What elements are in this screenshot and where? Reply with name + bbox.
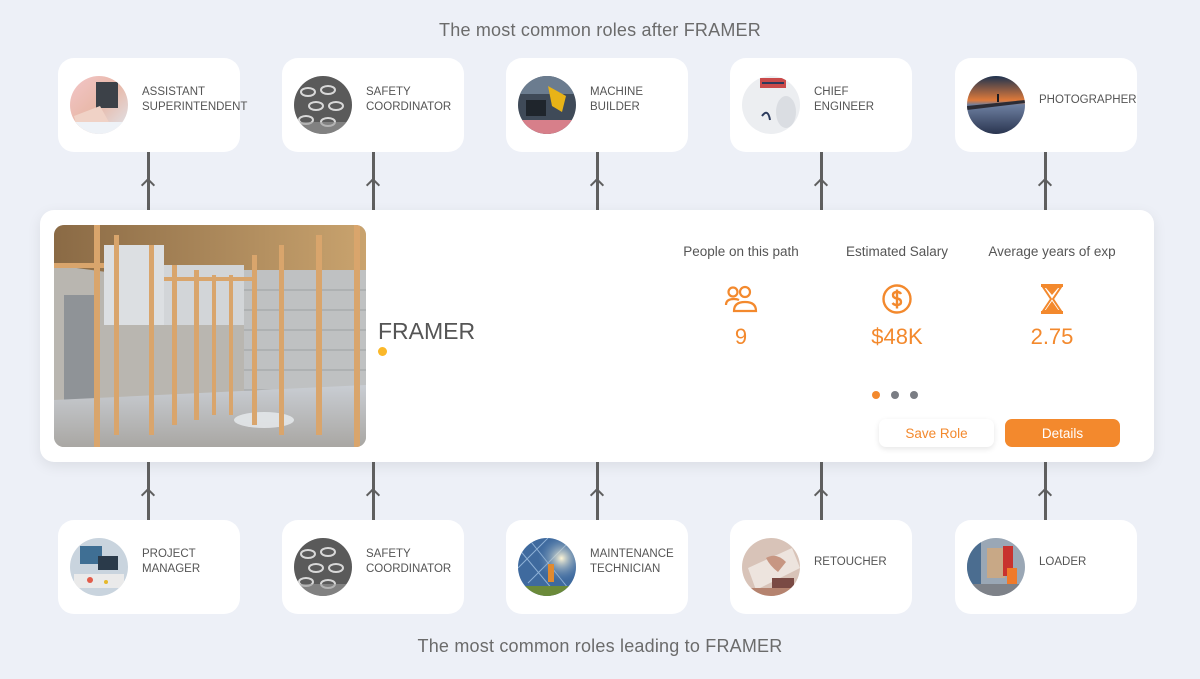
- role-label: SAFETY COORDINATOR: [366, 86, 452, 113]
- stat-value: $48K: [871, 324, 923, 349]
- next-role-card-4[interactable]: CHIEF ENGINEER: [730, 58, 912, 152]
- previous-role-card-2[interactable]: SAFETY COORDINATOR: [282, 520, 464, 614]
- connector-arrow-up: [147, 152, 150, 210]
- previous-role-card-4[interactable]: RETOUCHER: [730, 520, 912, 614]
- role-label: LOADER: [1039, 555, 1087, 568]
- stat-value: 2.75: [1030, 324, 1074, 349]
- stat-label: Estimated Salary: [845, 244, 949, 259]
- role-avatar: [294, 538, 352, 596]
- role-avatar: [70, 538, 128, 596]
- role-avatar: [518, 76, 576, 134]
- next-role-card-2[interactable]: SAFETY COORDINATOR: [282, 58, 464, 152]
- role-label: SAFETY COORDINATOR: [366, 548, 452, 575]
- stat-average-years-exp: Average years of exp 2.75: [977, 244, 1127, 350]
- role-avatar: [967, 76, 1025, 134]
- connector-arrow-up: [820, 462, 823, 520]
- people-icon: [666, 284, 816, 314]
- section-title-next-roles: The most common roles after FRAMER: [439, 20, 761, 40]
- current-role-card: FRAMER People on this path 9 Estimated S…: [40, 210, 1154, 462]
- connector-arrow-up: [372, 462, 375, 520]
- carousel-pagination: [872, 391, 918, 399]
- connector-arrow-up: [596, 462, 599, 520]
- role-label: MACHINE BUILDER: [590, 86, 644, 113]
- next-role-card-1[interactable]: ASSISTANT SUPERINTENDENT: [58, 58, 247, 152]
- stat-estimated-salary: Estimated Salary $48K: [822, 244, 972, 350]
- status-dot: [378, 347, 387, 356]
- role-avatar: [70, 76, 128, 134]
- hourglass-icon: [977, 284, 1127, 314]
- previous-role-card-5[interactable]: LOADER: [955, 520, 1137, 614]
- connector-arrow-up: [820, 152, 823, 210]
- connector-arrow-up: [596, 152, 599, 210]
- stat-people-on-path: People on this path 9: [666, 244, 816, 350]
- connector-arrow-up: [1044, 462, 1047, 520]
- role-avatar: [742, 538, 800, 596]
- save-role-button[interactable]: Save Role: [879, 419, 994, 447]
- connector-arrow-up: [372, 152, 375, 210]
- current-role-photo: [54, 225, 366, 447]
- role-label: PHOTOGRAPHER: [1039, 93, 1137, 106]
- role-label: PROJECT MANAGER: [142, 548, 201, 575]
- section-title-previous-roles: The most common roles leading to FRAMER: [417, 636, 783, 656]
- pagination-dot-2[interactable]: [891, 391, 899, 399]
- details-button[interactable]: Details: [1005, 419, 1120, 447]
- role-label: ASSISTANT SUPERINTENDENT: [142, 86, 248, 113]
- pagination-dot-1[interactable]: [872, 391, 880, 399]
- role-label: RETOUCHER: [814, 555, 887, 568]
- stat-label: People on this path: [683, 244, 799, 259]
- next-role-card-5[interactable]: PHOTOGRAPHER: [955, 58, 1137, 152]
- role-label: CHIEF ENGINEER: [814, 86, 875, 113]
- role-avatar: [518, 538, 576, 596]
- role-avatar: [294, 76, 352, 134]
- connector-arrow-up: [1044, 152, 1047, 210]
- previous-role-card-1[interactable]: PROJECT MANAGER: [58, 520, 240, 614]
- connector-arrow-up: [147, 462, 150, 520]
- stat-value: 9: [734, 324, 748, 349]
- current-role-name: FRAMER: [378, 318, 476, 344]
- role-avatar: [967, 538, 1025, 596]
- pagination-dot-3[interactable]: [910, 391, 918, 399]
- next-role-card-3[interactable]: MACHINE BUILDER: [506, 58, 688, 152]
- stat-label: Average years of exp: [988, 244, 1116, 259]
- dollar-circle-icon: [822, 284, 972, 314]
- role-avatar: [742, 76, 800, 134]
- role-label: MAINTENANCE TECHNICIAN: [590, 548, 674, 575]
- previous-role-card-3[interactable]: MAINTENANCE TECHNICIAN: [506, 520, 688, 614]
